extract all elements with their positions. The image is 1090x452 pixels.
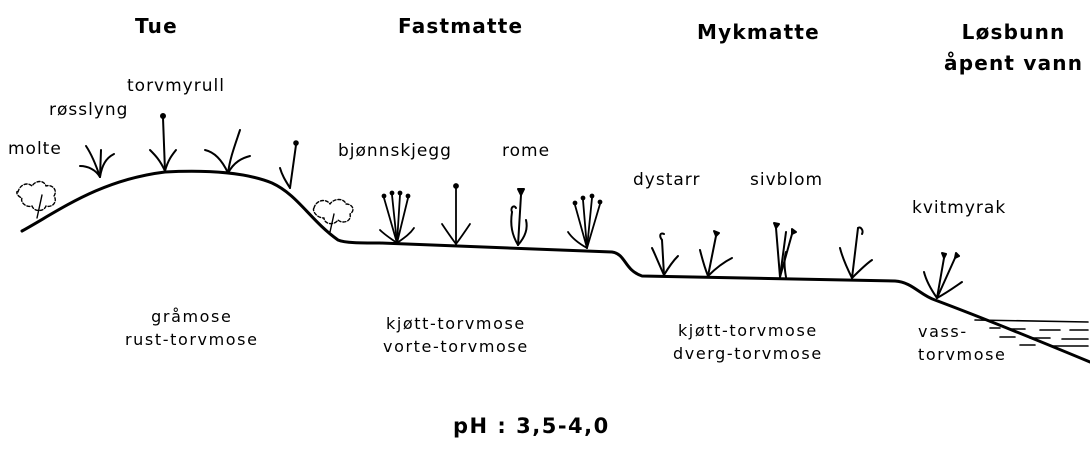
ph-range-label: pH : 3,5-4,0	[453, 414, 610, 438]
moss-fastmatte-line1: kjøtt-torvmose	[383, 312, 529, 335]
fastmatte-plant-icon-2	[442, 184, 470, 244]
zone-fastmatte-heading: Fastmatte	[398, 14, 523, 39]
label-dystarr: dystarr	[633, 172, 700, 189]
zone-losbunn-heading: Løsbunn åpent vann	[944, 20, 1083, 76]
mykmatte-plant-icon	[840, 227, 872, 278]
moss-losbunn-line2: torvmose	[918, 343, 1006, 366]
label-rosslyng: røsslyng	[49, 102, 128, 119]
label-rome: rome	[502, 143, 550, 160]
moss-tue-line2: rust-torvmose	[125, 328, 259, 351]
rosslyng-plant-icon-2	[205, 130, 250, 173]
moss-losbunn-label: vass- torvmose	[918, 320, 1006, 366]
moss-fastmatte-line2: vorte-torvmose	[383, 335, 529, 358]
moss-mykmatte-label: kjøtt-torvmose dverg-torvmose	[673, 319, 823, 365]
fastmatte-plant-icon-3	[568, 195, 602, 249]
zone-tue-heading: Tue	[135, 14, 178, 39]
slope-plant-icon	[280, 141, 298, 188]
moss-fastmatte-label: kjøtt-torvmose vorte-torvmose	[383, 312, 529, 358]
dystarr-plant-icon	[652, 233, 678, 275]
moss-tue-line1: gråmose	[125, 305, 259, 328]
molte-plant-icon	[17, 182, 55, 219]
zone-losbunn-line1: Løsbunn	[944, 20, 1083, 45]
label-sivblom: sivblom	[750, 172, 823, 189]
rome-plant-icon	[511, 189, 526, 245]
moss-mykmatte-line1: kjøtt-torvmose	[673, 319, 823, 342]
label-bjonnskjegg: bjønnskjegg	[338, 143, 452, 160]
label-kvitmyrak: kvitmyrak	[912, 200, 1006, 217]
molte-plant-icon-2	[313, 200, 352, 233]
moss-losbunn-line1: vass-	[918, 320, 1006, 343]
moss-mykmatte-line2: dverg-torvmose	[673, 342, 823, 365]
rosslyng-plant-icon	[80, 146, 114, 177]
sivblom-plant-icon	[700, 223, 796, 277]
zone-mykmatte-heading: Mykmatte	[697, 20, 820, 45]
label-torvmyrull: torvmyrull	[127, 78, 225, 95]
zone-losbunn-line2: åpent vann	[944, 51, 1083, 76]
label-molte: molte	[8, 141, 62, 158]
bjonnskjegg-plant-icon	[380, 192, 414, 244]
moss-tue-label: gråmose rust-torvmose	[125, 305, 259, 351]
torvmyrull-plant-icon	[150, 114, 176, 171]
kvitmyrak-plant-icon	[924, 253, 962, 298]
